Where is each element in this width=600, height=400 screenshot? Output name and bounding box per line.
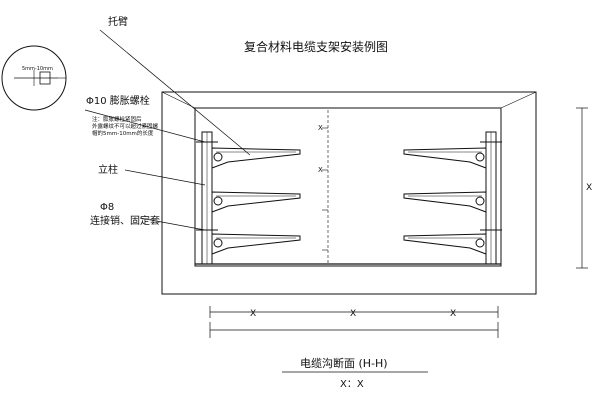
left-arm-3 [211, 233, 301, 255]
label-bolt-note-3: 帽的5mm-10mm的长度 [92, 129, 154, 137]
label-pin-size: Φ8 [100, 202, 114, 213]
leader-tuobi [99, 29, 251, 156]
dim-x-mid: X [350, 309, 356, 319]
label-column: 立柱 [98, 163, 118, 176]
label-bolt-note-2: 外露螺纹不可以超过紧固螺 [92, 122, 159, 130]
label-bolt-note-1: 注：膨胀螺栓紧固后 [92, 115, 142, 123]
leader-column [124, 169, 206, 186]
dim-x-left: X [250, 309, 256, 319]
right-arm-3 [403, 233, 487, 255]
label-bolt-size: Φ10 膨胀螺栓 [86, 94, 150, 107]
left-arm-2 [211, 191, 301, 213]
trench-outer-wall [161, 91, 537, 295]
trench-inner-cavity [194, 107, 502, 267]
dim-inner-right: X [318, 166, 323, 174]
left-arm-1 [211, 147, 301, 169]
leader-bolt [84, 109, 206, 143]
label-pin-desc: 连接销、固定套 [90, 214, 160, 227]
section-scale: X：X [340, 379, 364, 390]
dim-x-right: X [450, 309, 456, 319]
right-arm-1 [403, 147, 487, 169]
leader-pin [139, 217, 206, 231]
section-name: 电缆沟断面 (H-H) [300, 356, 388, 370]
detail-dimension: 5mm-10mm [22, 66, 53, 72]
dim-right-height: X [586, 183, 592, 193]
dim-inner-left: X [318, 124, 323, 132]
drawing-title: 复合材料电缆支架安装例图 [244, 39, 388, 54]
label-tuobi: 托臂 [108, 15, 128, 28]
right-arm-2 [403, 191, 487, 213]
